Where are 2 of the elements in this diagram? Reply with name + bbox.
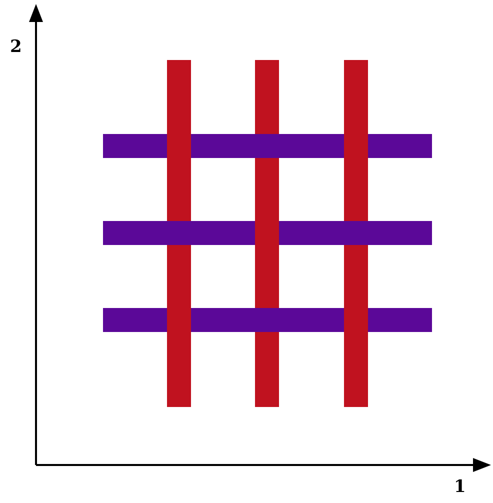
axis-label: 1 <box>454 478 466 496</box>
axis-label: 2 <box>10 38 22 56</box>
